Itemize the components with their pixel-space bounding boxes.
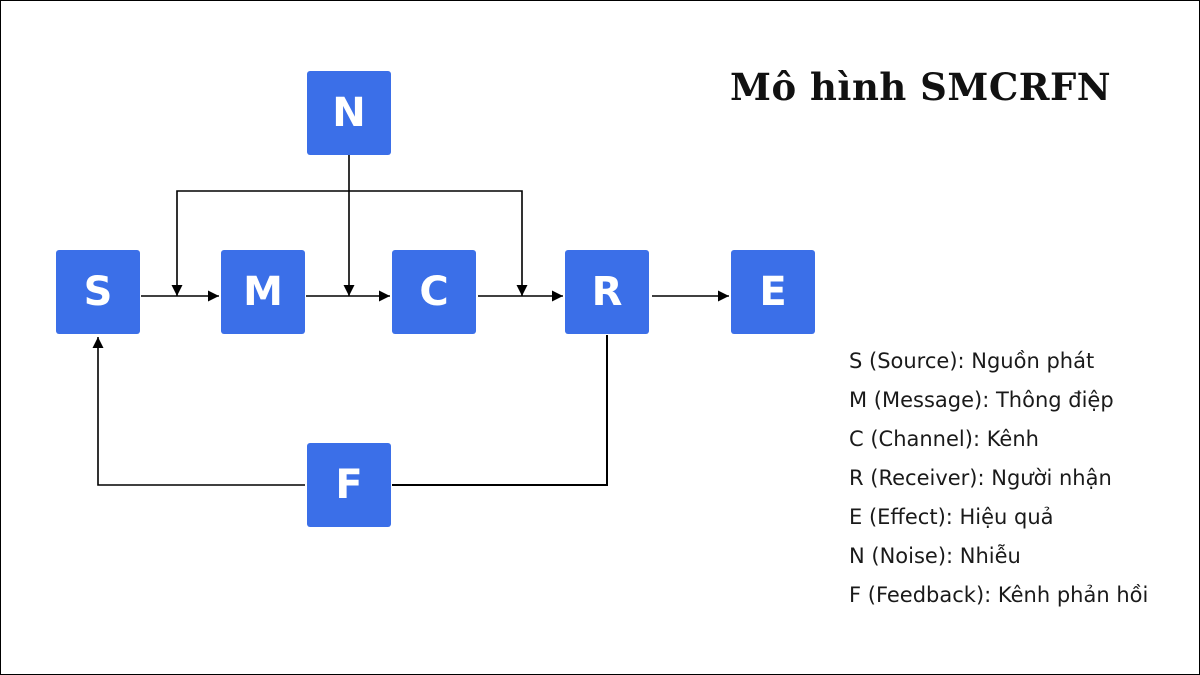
legend-item-message: M (Message): Thông điệp	[849, 388, 1114, 412]
node-feedback: F	[307, 443, 391, 527]
node-noise: N	[307, 71, 391, 155]
legend-item-source: S (Source): Nguồn phát	[849, 349, 1095, 373]
legend: S (Source): Nguồn phát M (Message): Thôn…	[849, 342, 1148, 615]
edge-r-to-f	[392, 335, 608, 486]
legend-item-receiver: R (Receiver): Người nhận	[849, 466, 1112, 490]
legend-item-effect: E (Effect): Hiệu quả	[849, 505, 1054, 529]
edge-n-to-r	[349, 190, 528, 296]
node-receiver: R	[565, 250, 649, 334]
diagram-title: Mô hình SMCRFN	[730, 65, 1112, 109]
node-channel: C	[392, 250, 476, 334]
legend-item-channel: C (Channel): Kênh	[849, 427, 1039, 451]
edge-n-to-m	[171, 190, 349, 296]
legend-item-feedback: F (Feedback): Kênh phản hồi	[849, 583, 1149, 607]
edge-f-to-s	[92, 337, 305, 486]
node-source: S	[56, 250, 140, 334]
node-message: M	[221, 250, 305, 334]
legend-item-noise: N (Noise): Nhiễu	[849, 544, 1021, 568]
node-effect: E	[731, 250, 815, 334]
